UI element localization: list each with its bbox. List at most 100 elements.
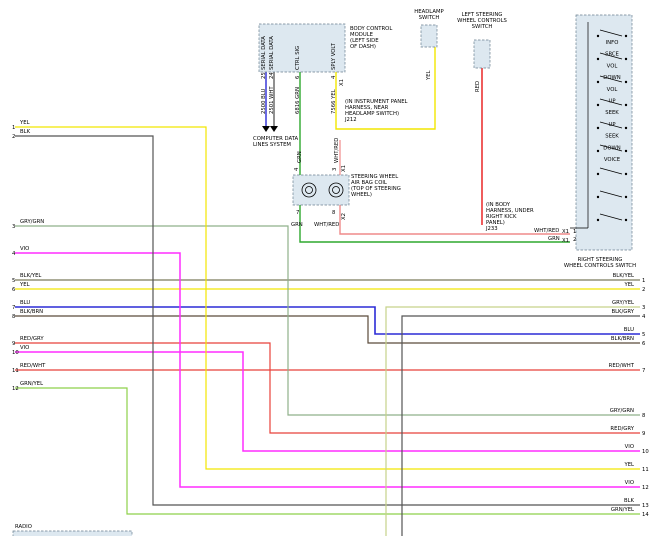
coil-icon — [328, 182, 344, 198]
contact-dot-icon — [624, 126, 628, 130]
right-wire-label-2: YEL — [623, 282, 634, 288]
rsw-title: WHEEL CONTROLS SWITCH — [564, 263, 636, 269]
left-wire-label-12: GRN/YEL — [20, 381, 43, 387]
contact-dot-icon — [624, 195, 628, 199]
contact-dot-icon — [624, 103, 628, 107]
coil-icon — [305, 186, 313, 194]
left-wire-label-6: YEL — [19, 282, 30, 288]
cs-wire-label: WHT/RED — [334, 138, 340, 163]
left-pin-8: 8 — [12, 314, 16, 320]
left-wire-label-4: VIO — [20, 246, 29, 252]
headlamp-wire-label: YEL — [426, 70, 432, 81]
switch-contact-icon — [599, 98, 623, 106]
component-layer — [12, 14, 633, 536]
right-pin-8: 8 — [642, 413, 646, 419]
left-wire-label-10: VIO — [20, 345, 29, 351]
bcm-pin-number: 4 — [331, 75, 337, 79]
computer-data-label: LINES SYSTEM — [253, 142, 291, 148]
wire-grn-bottom — [299, 205, 570, 243]
headlamp-switch-box — [420, 24, 438, 48]
right-pin-2: 2 — [642, 287, 645, 293]
right-pin-10: 10 — [642, 449, 649, 455]
wire-blk — [15, 135, 640, 506]
contact-dot-icon — [624, 172, 628, 176]
rsw-button-label: UP — [608, 99, 616, 105]
j212-note: J212 — [344, 117, 357, 123]
right-wire-label-7: RED/WHT — [609, 363, 635, 369]
arrow-down-icon — [270, 126, 278, 132]
cs-x2: X2 — [341, 213, 347, 220]
right-wire-label-4: BLK/GRY — [611, 309, 634, 315]
wire-red-gry — [15, 342, 640, 434]
switch-contact-icon — [599, 213, 623, 221]
left-pin-1: 1 — [12, 125, 15, 131]
bcm-title: (LEFT SIDE — [350, 38, 379, 44]
contact-dot-icon — [596, 218, 600, 222]
bcm-wire-yel — [335, 47, 436, 130]
rsw-wire-2: GRN — [548, 236, 560, 242]
right-wire-label-14: GRN/YEL — [611, 507, 634, 513]
rsw-button-label: DOWN — [603, 75, 620, 81]
right-wire-label-12: VIO — [625, 480, 634, 486]
left-wire-label-11: RED/WHT — [20, 363, 46, 369]
wire-wht-red-bottom — [339, 205, 570, 235]
bcm-x1: X1 — [339, 79, 345, 86]
right-wire-label-10: VIO — [625, 444, 634, 450]
wire-grn-yel — [15, 387, 640, 515]
cs-pin: 7 — [296, 210, 299, 216]
coil-icon — [301, 182, 317, 198]
j212-note: (IN INSTRUMENT PANEL — [345, 99, 408, 105]
left-pin-9: 9 — [12, 341, 15, 347]
right-pin-3: 3 — [642, 305, 645, 311]
contact-dot-icon — [596, 57, 600, 61]
wire-blu — [15, 306, 640, 335]
clockspring-title: STEERING WHEEL — [351, 174, 398, 180]
left-sw-title: LEFT STEERING — [462, 12, 503, 18]
rsw-button-label: VOL — [607, 87, 618, 93]
right-pin-14: 14 — [642, 512, 649, 518]
j233-note: J233 — [485, 226, 498, 232]
switch-contact-icon — [599, 144, 623, 152]
contact-dot-icon — [596, 103, 600, 107]
headlamp-title: SWITCH — [419, 15, 440, 21]
j233-note: RIGHT KICK — [486, 214, 517, 220]
right-pin-9: 9 — [642, 431, 645, 437]
clockspring-title: WHEEL) — [351, 192, 372, 198]
left-wire-label-8: BLK/BRN — [20, 309, 43, 315]
rsw-button-label: SEEK — [605, 110, 619, 116]
switch-contact-icon — [599, 121, 623, 129]
right-pin-4: 4 — [642, 314, 646, 320]
right-wire-label-1: BLK/YEL — [613, 273, 634, 279]
bcm-pin-name: SPLY VOLT — [331, 42, 337, 70]
bcm-pin-name: SERIAL DATA — [269, 36, 275, 70]
contact-dot-icon — [624, 149, 628, 153]
rsw-button-label: VOICE — [604, 157, 621, 163]
computer-data-label: COMPUTER DATA — [253, 136, 298, 142]
steering-wheel-air-bag-coil-box — [292, 174, 350, 206]
contact-dot-icon — [624, 57, 628, 61]
left-pin-4: 4 — [12, 251, 16, 257]
wire-blk-brn — [15, 315, 640, 344]
right-wire-label-13: BLK — [624, 498, 635, 504]
rsw-k-1: X1 — [562, 229, 569, 235]
left-wire-label-7: BLU — [20, 300, 30, 306]
rsw-button-label: SRCE — [605, 52, 619, 58]
wire-gry-yel — [385, 306, 640, 536]
j233-note: HARNESS, UNDER — [486, 208, 534, 214]
rsw-button-label: VOL — [607, 63, 618, 69]
switch-contact-icon — [599, 29, 623, 37]
bcm-circuit-label: 7566 YEL — [331, 89, 337, 114]
bcm-pin-name: SERIAL DATA — [261, 36, 267, 70]
contact-dot-icon — [596, 34, 600, 38]
wire-vio-10 — [15, 351, 640, 452]
right-wire-label-11: YEL — [623, 462, 634, 468]
arrow-down-icon — [262, 126, 270, 132]
left-pin-7: 7 — [12, 305, 15, 311]
clockspring-title: (TOP OF STEERING — [351, 186, 401, 192]
coil-icon — [332, 186, 340, 194]
clockspring-title: AIR BAG COIL — [351, 180, 387, 186]
left-wire-label-1: YEL — [19, 120, 30, 126]
cs-wire-label: GRN — [297, 151, 303, 163]
cs-pin: 4 — [294, 167, 300, 171]
